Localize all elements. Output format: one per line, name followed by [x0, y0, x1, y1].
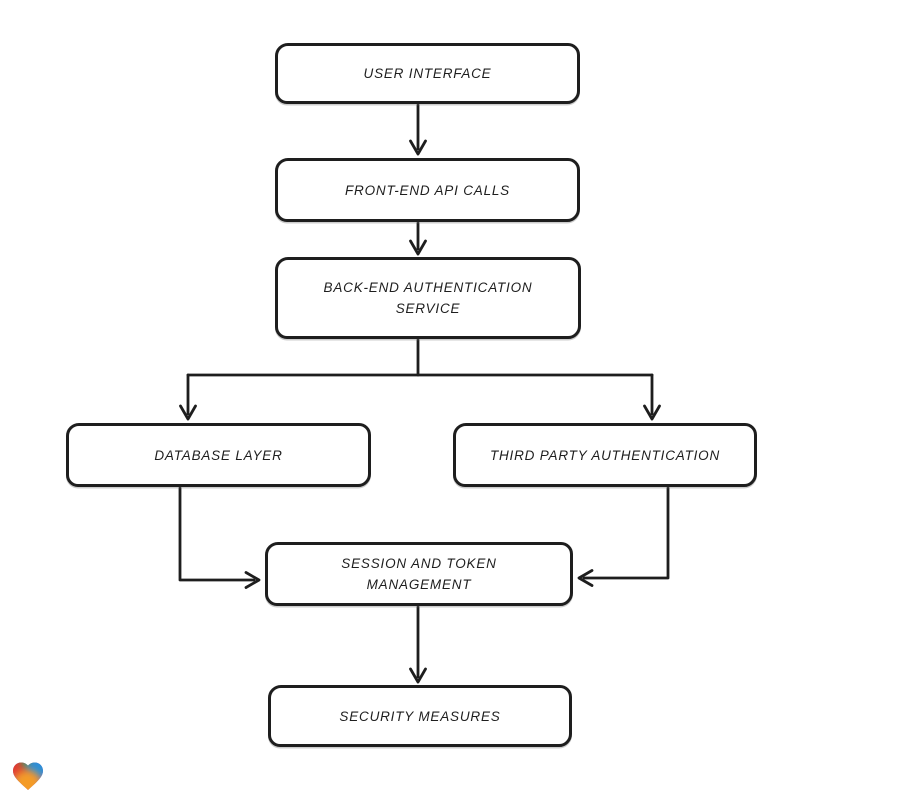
heart-logo[interactable] — [10, 758, 46, 794]
edge-database-to-session — [178, 486, 261, 589]
node-security-measures: SECURITY MEASURES — [268, 685, 572, 747]
node-label: SESSION AND TOKEN MANAGEMENT — [341, 556, 497, 592]
edge-backend-branch — [179, 338, 661, 421]
node-label: USER INTERFACE — [363, 66, 492, 81]
node-database-layer: DATABASE LAYER — [66, 423, 371, 487]
node-label: DATABASE LAYER — [154, 447, 283, 463]
node-third-party-authentication: THIRD PARTY AUTHENTICATION — [453, 423, 757, 487]
node-back-end-authentication-service: BACK-END AUTHENTICATION SERVICE — [275, 257, 581, 339]
node-label: FRONT-END API CALLS — [345, 182, 510, 198]
node-label: THIRD PARTY AUTHENTICATION — [489, 447, 721, 463]
edge-session-to-security — [409, 605, 427, 684]
node-session-and-token-management: SESSION AND TOKEN MANAGEMENT — [265, 542, 573, 606]
edge-api-to-backend — [409, 221, 427, 256]
node-label: SECURITY MEASURES — [339, 708, 501, 724]
node-user-interface: USER INTERFACE — [275, 43, 580, 104]
edge-ui-to-api — [409, 103, 427, 156]
edge-thirdparty-to-session — [577, 486, 670, 587]
gradient-heart-icon — [13, 762, 43, 791]
node-label: BACK-END AUTHENTICATION SERVICE — [323, 280, 533, 316]
node-front-end-api-calls: FRONT-END API CALLS — [275, 158, 580, 222]
